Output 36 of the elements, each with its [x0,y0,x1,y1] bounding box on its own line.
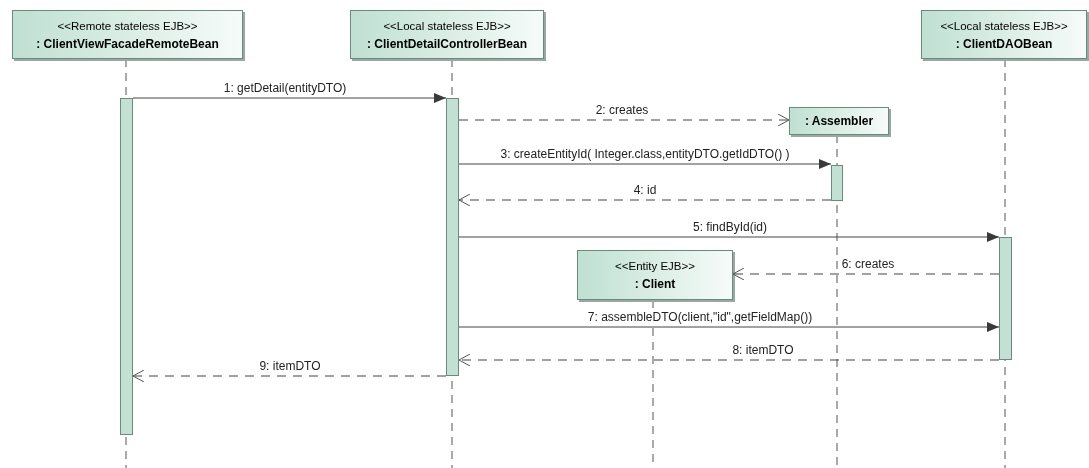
message-arrow [458,232,1000,242]
message-label: 9: itemDTO [258,359,322,373]
message-label: 7: assembleDTO(client,"id",getFieldMap()) [586,310,814,324]
return-message-arrow [132,369,447,383]
activation-bar [831,165,843,201]
activation-bar [446,98,459,376]
message-arrow [458,159,832,169]
message-arrow [458,322,1000,332]
object-name: : Client [634,276,676,293]
return-message-arrow [732,267,1000,281]
lifeline-head [12,10,243,59]
object-name: : ClientDetailControllerBean [367,35,527,53]
message-arrow [132,93,447,103]
message-label: 8: itemDTO [731,343,795,357]
object-name: : ClientViewFacadeRemoteBean [36,35,219,53]
message-label: 4: id [632,183,658,197]
lifeline-head [577,250,733,300]
lifeline-head [921,10,1087,59]
lifeline-head [350,10,544,59]
object-name: : ClientDAOBean [955,35,1053,53]
activation-bar [120,98,133,435]
message-label: 5: findById(id) [692,220,768,234]
return-message-arrow [458,113,790,127]
return-message-arrow [458,353,1000,367]
lifeline-head [789,107,889,135]
stereotype: <<Local stateless EJB>> [383,18,511,34]
message-label: 6: creates [840,257,896,271]
message-label: 1: getDetail(entityDTO) [222,81,348,95]
message-label: 3: createEntityId( Integer.class,entityDTO.getIdDTO() ) [499,147,791,161]
stereotype: <<Remote stateless EJB>> [57,18,198,34]
object-name: : Assembler [804,113,874,130]
activation-bar [999,237,1012,360]
stereotype: <<Local stateless EJB>> [940,18,1068,34]
message-label: 2: creates [594,103,650,117]
return-message-arrow [458,193,832,207]
stereotype: <<Entity EJB>> [615,259,695,274]
